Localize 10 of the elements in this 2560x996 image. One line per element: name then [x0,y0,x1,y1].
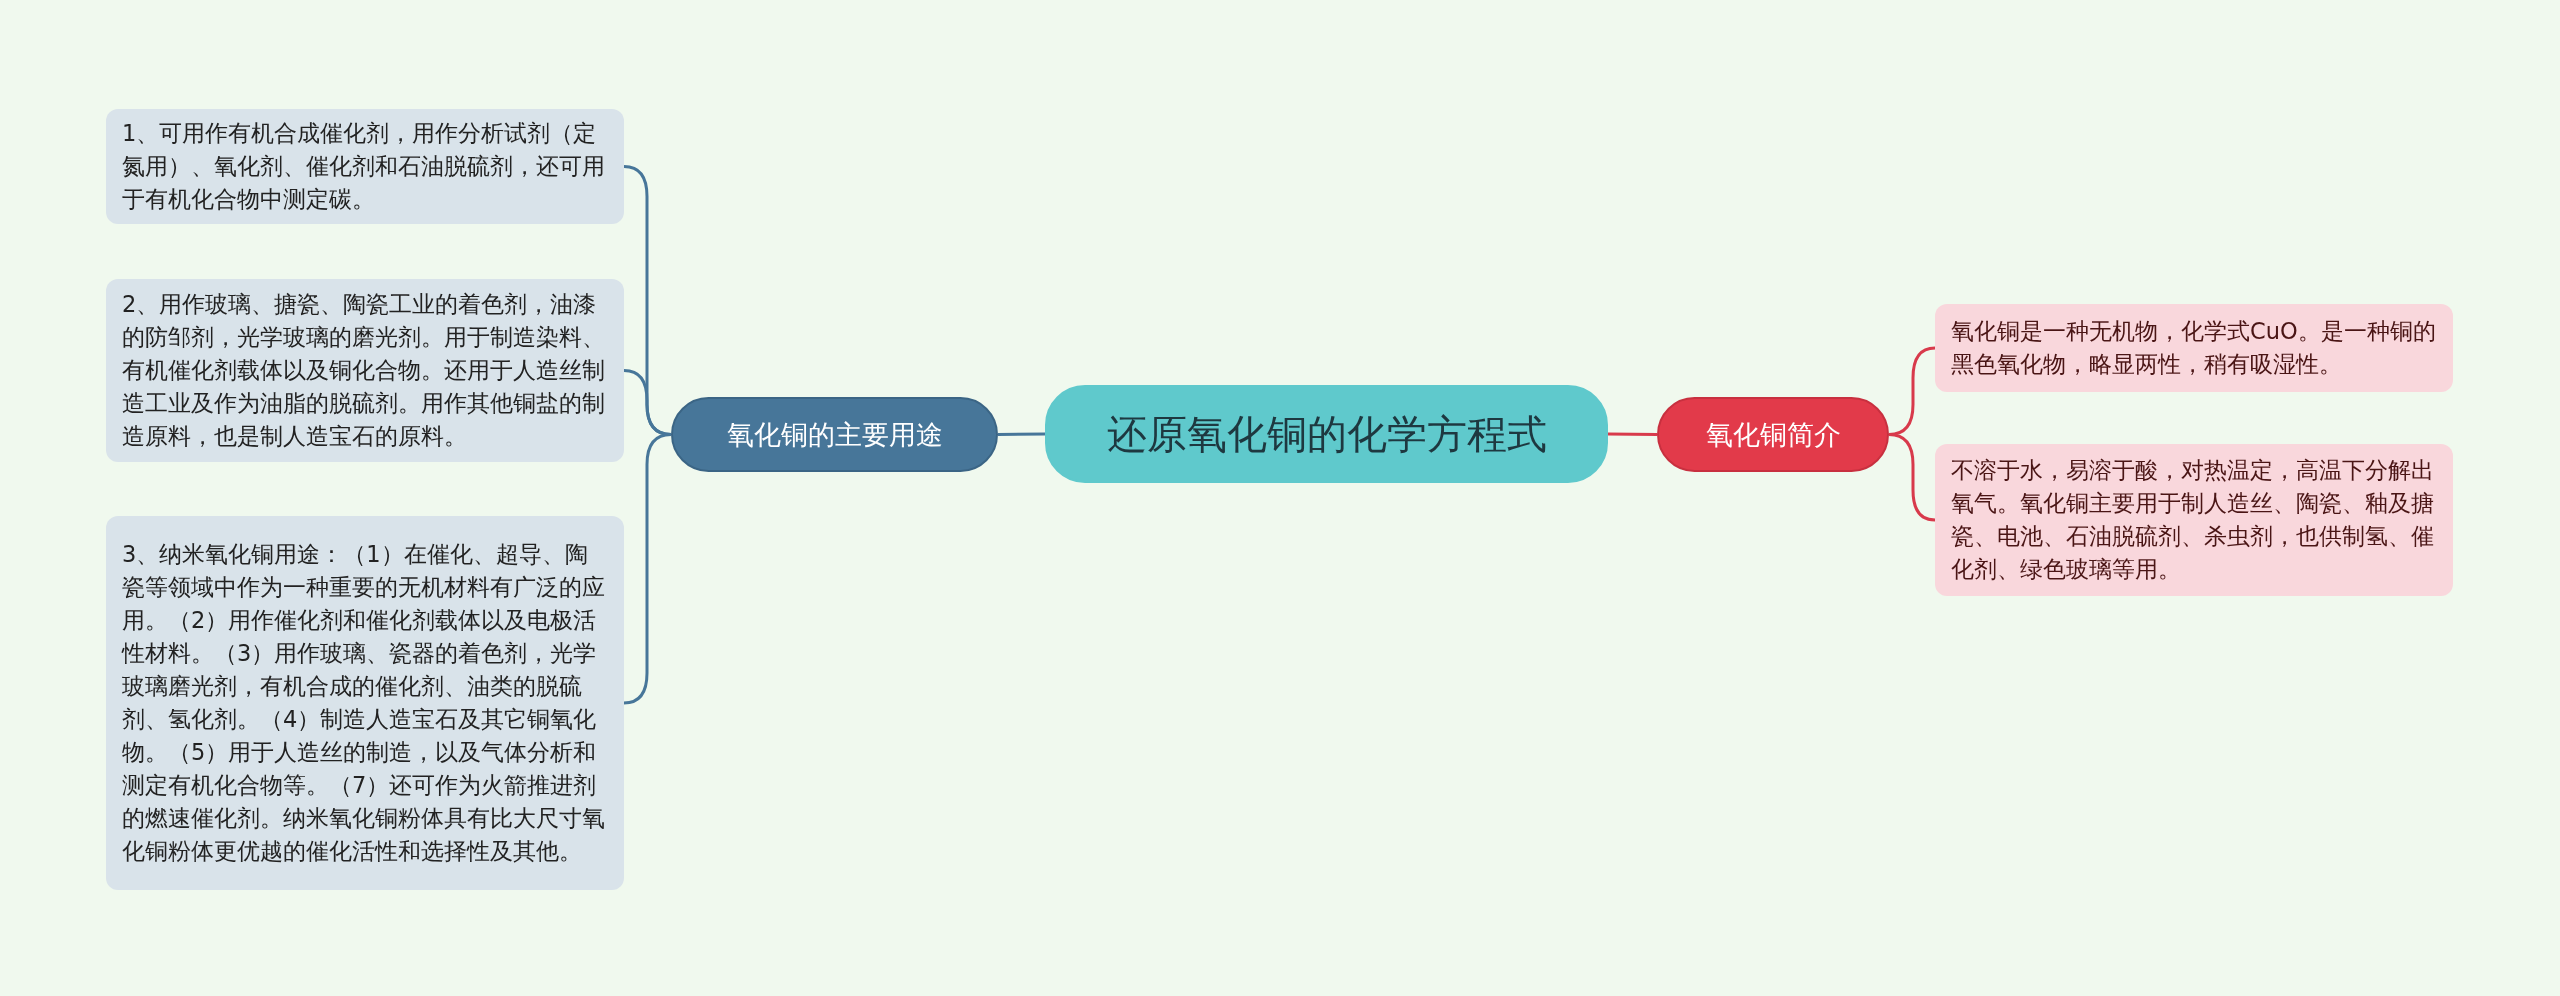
note-card: 氧化铜是一种无机物，化学式CuO。是一种铜的黑色氧化物，略显两性，稍有吸湿性。 [1935,304,2453,392]
note-card: 不溶于水，易溶于酸，对热温定，高温下分解出氧气。氧化铜主要用于制人造丝、陶瓷、釉及搪瓷、电池、石油脱硫剂、杀虫剂，也供制氢、催化剂、绿色玻璃等用。 [1935,444,2453,596]
note-card: 2、用作玻璃、搪瓷、陶瓷工业的着色剂，油漆的防邹剂，光学玻璃的磨光剂。用于制造染料、有机催化剂载体以及铜化合物。还用于人造丝制造工业及作为油脂的脱硫剂。用作其他铜盐的制造原料，也是制人造宝石的原料。 [106,279,624,462]
note-card: 3、纳米氧化铜用途：（1）在催化、超导、陶瓷等领域中作为一种重要的无机材料有广泛的应用。（2）用作催化剂和催化剂载体以及电极活性材料。（3）用作玻璃、瓷器的着色剂，光学玻璃磨光剂，有机合成的催化剂、油类的脱硫剂、氢化剂。（4）制造人造宝石及其它铜氧化物。（5）用于人造丝的制造，以及气体分析和测定有机化合物等。（7）还可作为火箭推进剂的燃速催化剂。纳米氧化铜粉体具有比大尺寸氧化铜粉体更优越的催化活性和选择性及其他。 [106,516,624,890]
connector-line [998,432,1045,436]
connector-line [1608,432,1657,436]
branch-topic: 氧化铜简介 [1657,397,1889,472]
note-card: 1、可用作有机合成催化剂，用作分析试剂（定氮用）、氧化剂、催化剂和石油脱硫剂，还可用于有机化合物中测定碳。 [106,109,624,224]
central-topic: 还原氧化铜的化学方程式 [1045,385,1608,483]
branch-topic: 氧化铜的主要用途 [671,397,998,472]
